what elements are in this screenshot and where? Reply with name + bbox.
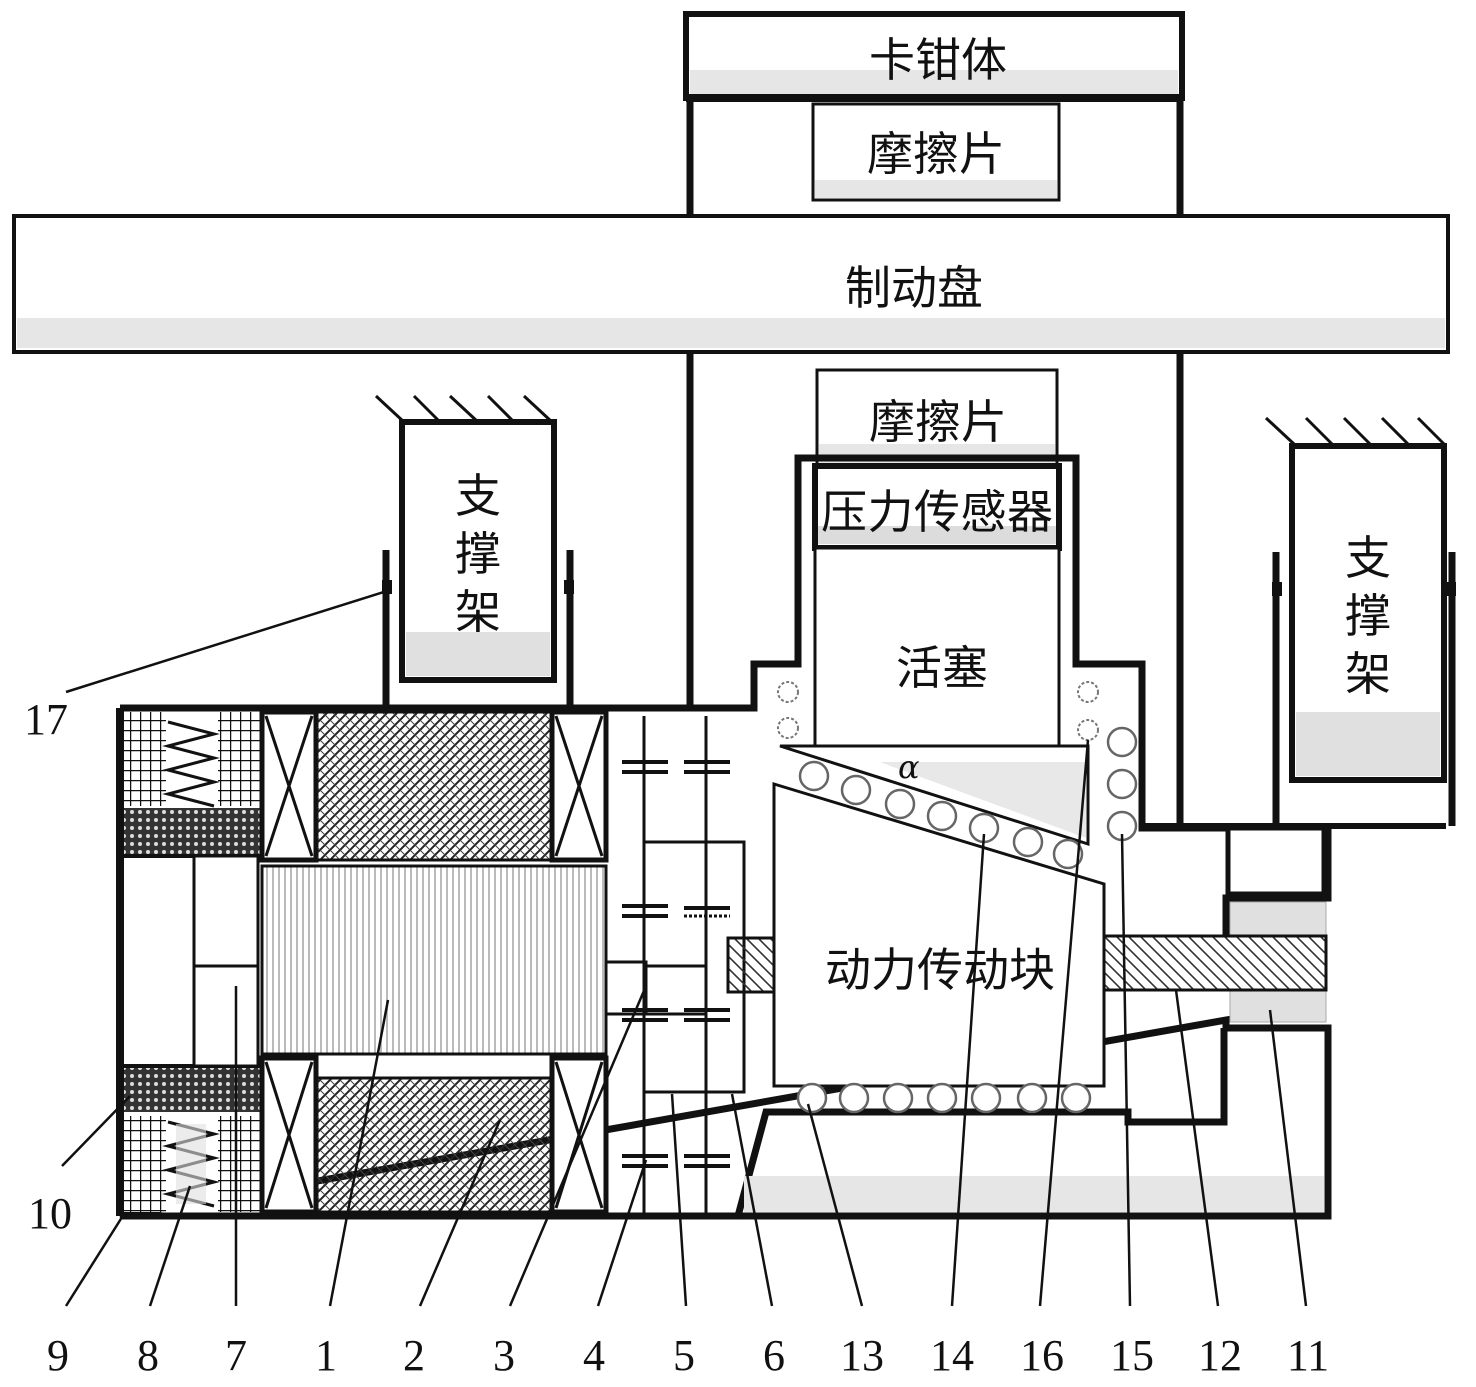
support-left-char-2: 撑 [455, 527, 501, 581]
wedge-block: 动力传动块 [772, 781, 1106, 1088]
caliper-body: 卡钳体 [683, 11, 1185, 102]
wedge-label: 动力传动块 [825, 943, 1055, 997]
motor-rotor [260, 864, 608, 1056]
label-14: 14 [930, 1331, 974, 1380]
friction-pad-top-label: 摩擦片 [867, 127, 1005, 181]
support-left-char-1: 支 [455, 469, 501, 523]
label-16: 16 [1020, 1331, 1064, 1380]
support-right: 支 撑 架 [1264, 416, 1456, 826]
rollers-vertical [1106, 726, 1138, 842]
label-17: 17 [24, 695, 68, 744]
gear-train [622, 716, 776, 1214]
brake-spring-top [124, 712, 260, 856]
label-9: 9 [47, 1331, 69, 1380]
support-right-char-1: 支 [1345, 531, 1391, 585]
pressure-sensor-label: 压力传感器 [821, 485, 1053, 539]
piston: 活塞 [813, 546, 1061, 748]
label-1: 1 [315, 1331, 337, 1380]
bottom-numbers: 9 8 7 1 2 3 4 5 6 13 14 16 15 12 11 [47, 1331, 1329, 1380]
brake-disc: 制动盘 [12, 214, 1450, 354]
label-2: 2 [403, 1331, 425, 1380]
friction-pad-bottom: 摩擦片 [815, 368, 1059, 468]
label-3: 3 [493, 1331, 515, 1380]
brake-spring-bottom [124, 1066, 260, 1212]
label-13: 13 [840, 1331, 884, 1380]
support-left-char-3: 架 [455, 585, 501, 639]
pressure-sensor: 压力传感器 [812, 463, 1062, 551]
rollers-bottom [796, 1082, 1092, 1114]
label-12: 12 [1198, 1331, 1242, 1380]
leader-lines [61, 588, 1308, 1307]
friction-pad-top: 摩擦片 [811, 102, 1061, 202]
label-4: 4 [583, 1331, 605, 1380]
motor-stator [259, 709, 609, 1215]
label-8: 8 [137, 1331, 159, 1380]
brake-disc-label: 制动盘 [845, 261, 983, 315]
support-left: 支 撑 架 [374, 394, 574, 708]
label-15: 15 [1110, 1331, 1154, 1380]
label-5: 5 [673, 1331, 695, 1380]
label-11: 11 [1287, 1331, 1329, 1380]
piston-label: 活塞 [896, 641, 988, 695]
friction-pad-bottom-label: 摩擦片 [869, 395, 1007, 449]
caliper-label: 卡钳体 [869, 33, 1007, 87]
rollers-incline [798, 760, 1084, 870]
support-right-char-2: 撑 [1345, 589, 1391, 643]
label-6: 6 [763, 1331, 785, 1380]
label-7: 7 [225, 1331, 247, 1380]
label-10: 10 [28, 1189, 72, 1238]
alpha-label: α [898, 748, 920, 786]
support-right-char-3: 架 [1345, 647, 1391, 701]
